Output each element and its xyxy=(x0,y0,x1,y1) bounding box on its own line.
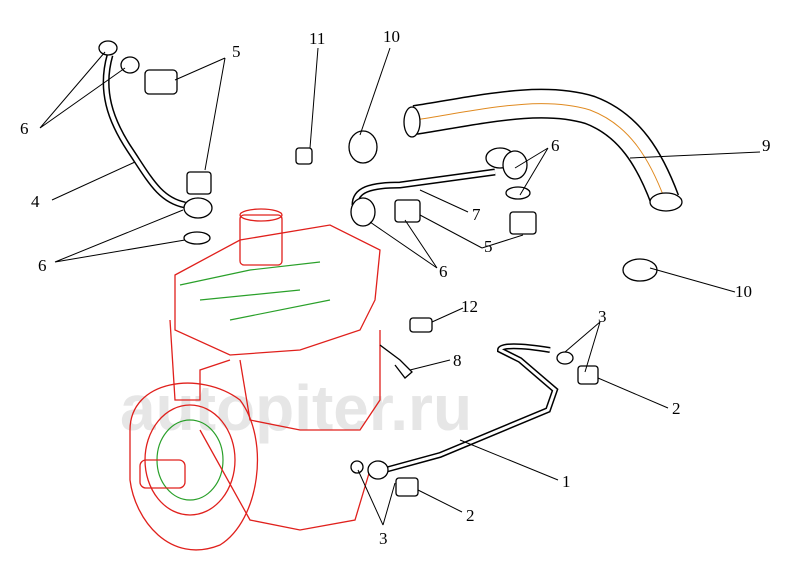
callout-5: 5 xyxy=(484,237,493,256)
callout-3: 3 xyxy=(379,529,388,548)
callout-7: 7 xyxy=(472,205,481,224)
part-11 xyxy=(295,147,313,165)
callout-12: 12 xyxy=(461,297,478,316)
part-8 xyxy=(379,344,413,379)
bolt-12 xyxy=(409,317,433,333)
callout-labels: 5 11 10 6 6 9 4 7 6 6 5 10 12 8 3 2 1 2 … xyxy=(20,27,771,548)
callout-5: 5 xyxy=(232,42,241,61)
compressor-drawing xyxy=(129,208,381,551)
callout-4: 4 xyxy=(31,192,40,211)
callout-8: 8 xyxy=(453,351,462,370)
leader-lines xyxy=(39,47,761,526)
clamp-10-right xyxy=(622,258,658,282)
callout-2: 2 xyxy=(672,399,681,418)
clamp-10 xyxy=(348,130,378,164)
callout-6: 6 xyxy=(20,119,29,138)
callout-2: 2 xyxy=(466,506,475,525)
callout-1: 1 xyxy=(562,472,571,491)
pipe-7 xyxy=(350,147,537,235)
pipe-1 xyxy=(350,343,599,497)
callout-11: 11 xyxy=(309,29,325,48)
callout-10: 10 xyxy=(735,282,752,301)
callout-3: 3 xyxy=(598,307,607,326)
watermark: autopiter.ru xyxy=(120,372,472,444)
hose-9 xyxy=(403,88,683,212)
callout-6: 6 xyxy=(38,256,47,275)
callout-9: 9 xyxy=(762,136,771,155)
pipe-4 xyxy=(98,40,213,245)
callout-6: 6 xyxy=(439,262,448,281)
callout-10: 10 xyxy=(383,27,400,46)
callout-6: 6 xyxy=(551,136,560,155)
